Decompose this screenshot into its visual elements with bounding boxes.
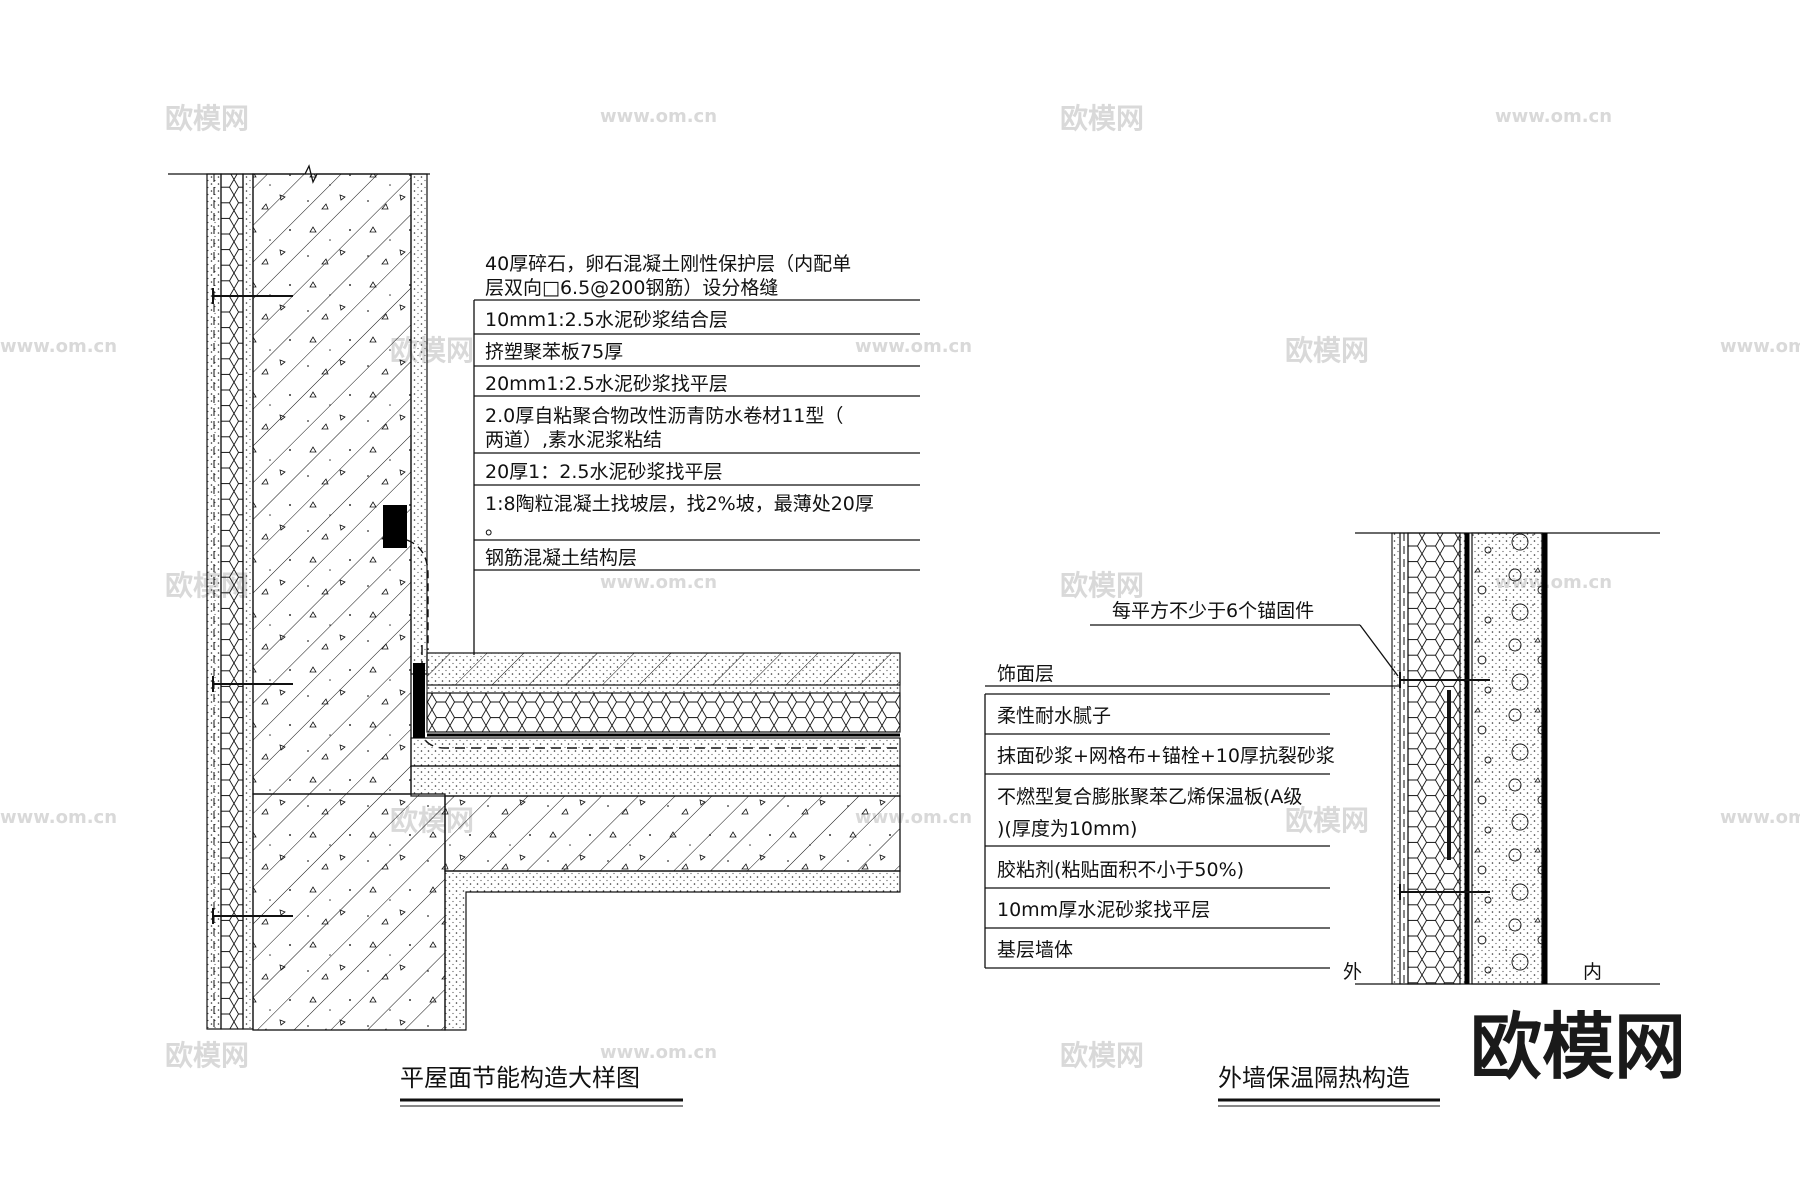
membrane-upturn-black xyxy=(413,663,425,738)
roof-layer-note: 1:8陶粒混凝土找坡层，找2%坡，最薄处20厚 xyxy=(485,493,874,515)
roof-layer-note: 两道）,素水泥浆粘结 xyxy=(485,429,662,451)
watermark-url: www.om.cn xyxy=(1720,336,1800,357)
roof-detail-title: 平屋面节能构造大样图 xyxy=(400,1064,640,1092)
wall-layer-note: 不燃型复合膨胀聚苯乙烯保温板(A级 xyxy=(997,786,1302,808)
bonding-mortar-layer xyxy=(426,684,901,694)
watermark-url: www.om.cn xyxy=(1720,807,1800,828)
wall-detail-title-group: 外墙保温隔热构造 xyxy=(1218,1064,1440,1107)
ceramsite-slope-layer xyxy=(410,765,901,797)
ceiling-plaster xyxy=(444,870,901,1031)
watermark-brand: 欧模网 xyxy=(1285,334,1369,367)
roof-layer-note: 20厚1：2.5水泥砂浆找平层 xyxy=(485,461,722,483)
leveling-mortar-layer xyxy=(410,737,901,767)
anchor-note-leader-diag xyxy=(1359,624,1399,677)
roof-layer-note: 。 xyxy=(485,517,504,539)
concrete-aggregate-texture xyxy=(253,174,411,794)
finish-layer xyxy=(1391,532,1401,985)
xps-insulation-board xyxy=(426,692,901,733)
wall-layer-note: )(厚度为10mm) xyxy=(997,818,1137,840)
roof-layer-note: 层双向□6.5@200钢筋）设分格缝 xyxy=(485,277,778,299)
watermark-brand: 欧模网 xyxy=(1060,569,1144,602)
watermark-brand: 欧模网 xyxy=(1060,102,1144,135)
leveling-mortar-layer xyxy=(1459,532,1466,985)
watermark-brand: 欧模网 xyxy=(165,102,249,135)
wall-anchors xyxy=(212,288,293,924)
base-wall-texture xyxy=(1472,533,1542,984)
watermark-brand: 欧模网 xyxy=(1285,804,1369,837)
wall-layer-leaders xyxy=(984,624,1400,969)
inside-label: 内 xyxy=(1583,961,1602,983)
outside-label: 外 xyxy=(1343,961,1362,983)
wall-layer-note: 饰面层 xyxy=(997,663,1054,685)
roof-layer-leaders xyxy=(473,299,920,655)
wall-layer-note: 10mm厚水泥砂浆找平层 xyxy=(997,899,1210,921)
wall-layer-note: 基层墙体 xyxy=(997,939,1073,961)
wall-layer-notes: 每平方不少于6个锚固件 饰面层 柔性耐水腻子 抹面砂浆+网格布+锚栓+10厚抗裂… xyxy=(997,600,1335,961)
roof-layer-note: 钢筋混凝土结构层 xyxy=(485,547,637,569)
gravel-texture xyxy=(427,653,900,685)
wall-anchors xyxy=(1399,672,1490,900)
wall-leveling-layer xyxy=(242,173,254,1030)
roof-detail-title-group: 平屋面节能构造大样图 xyxy=(400,1064,683,1107)
concrete-aggregate-texture xyxy=(253,794,445,1030)
roof-layer-notes: 40厚碎石，卵石混凝土刚性保护层（内配单 层双向□6.5@200钢筋）设分格缝 … xyxy=(485,253,874,569)
eps-insulation-board xyxy=(1407,532,1461,985)
wall-layer-note: 抹面砂浆+网格布+锚栓+10厚抗裂砂浆 xyxy=(997,745,1335,767)
watermark-url: www.om.cn xyxy=(855,336,972,357)
watermark-brand: 欧模网 xyxy=(1060,1039,1144,1072)
watermark-url: www.om.cn xyxy=(600,572,717,593)
roof-layer-note: 挤塑聚苯板75厚 xyxy=(485,341,623,363)
watermark-url: www.om.cn xyxy=(600,106,717,127)
wall-layer-note: 柔性耐水腻子 xyxy=(997,705,1111,727)
wall-insulation-board xyxy=(220,173,244,1030)
concrete-aggregate-texture xyxy=(445,796,900,871)
roof-layer-note: 40厚碎石，卵石混凝土刚性保护层（内配单 xyxy=(485,253,851,275)
roof-layer-note: 20mm1:2.5水泥砂浆找平层 xyxy=(485,373,728,395)
watermark-brand: 欧模网 xyxy=(165,1039,249,1072)
flashing-dashed xyxy=(406,539,429,650)
watermark-url: www.om.cn xyxy=(600,1042,717,1063)
watermark-url: www.om.cn xyxy=(1495,106,1612,127)
roof-layer-note: 2.0厚自粘聚合物改性沥青防水卷材11型（ xyxy=(485,405,843,427)
wall-layer-note: 胶粘剂(粘贴面积不小于50%) xyxy=(997,859,1244,881)
roof-layer-note: 10mm1:2.5水泥砂浆结合层 xyxy=(485,309,728,331)
brand-logo: 欧模网 xyxy=(1470,1005,1686,1089)
wall-detail-drawing: 外 内 xyxy=(1343,532,1660,985)
anchor-note: 每平方不少于6个锚固件 xyxy=(1112,600,1314,622)
watermark-url: www.om.cn xyxy=(0,807,117,828)
flashing-termination-bar xyxy=(383,505,407,548)
wall-detail-title: 外墙保温隔热构造 xyxy=(1218,1064,1410,1092)
watermark-url: www.om.cn xyxy=(0,336,117,357)
roof-detail-drawing xyxy=(168,164,901,1031)
parapet-inner-plaster xyxy=(410,173,428,675)
